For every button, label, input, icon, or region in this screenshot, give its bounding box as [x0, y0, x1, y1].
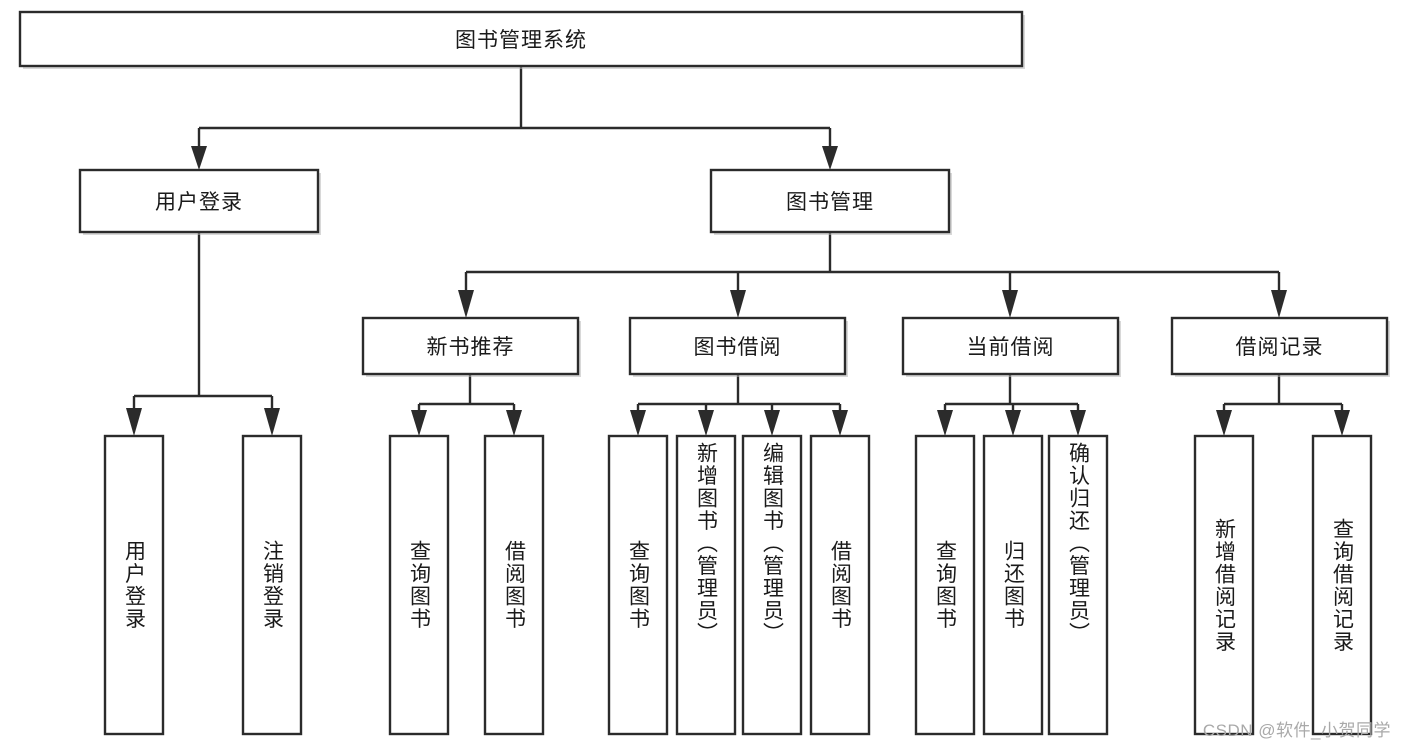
leaf-borrow-record-1[interactable] [1311, 434, 1373, 736]
leaf-book-borrow-0[interactable] [607, 434, 669, 736]
node-borrow-record[interactable] [1170, 316, 1390, 377]
connector-currentborrow-to-leaves [937, 374, 1086, 436]
leaf-borrow-record-0[interactable] [1193, 434, 1255, 736]
node-root[interactable] [18, 10, 1025, 69]
node-user-login[interactable] [78, 168, 321, 235]
connector-root-to-level2 [191, 66, 838, 170]
leaf-new-book-0[interactable] [388, 434, 450, 736]
connector-newbook-to-leaves [411, 374, 522, 436]
leaf-current-borrow-1[interactable] [982, 434, 1044, 736]
connector-borrowrecord-to-leaves [1216, 374, 1350, 436]
connector-bookborrow-to-leaves [630, 374, 848, 436]
leaf-current-borrow-2[interactable] [1047, 434, 1109, 736]
leaf-book-borrow-1[interactable] [675, 434, 737, 736]
leaf-book-borrow-2[interactable] [741, 434, 803, 736]
node-current-borrow[interactable] [901, 316, 1121, 377]
leaf-user-login-1[interactable] [241, 434, 303, 736]
node-new-book-recommend[interactable] [361, 316, 581, 377]
connector-bookmgmt-to-level3 [458, 232, 1287, 318]
leaf-user-login-0[interactable] [103, 434, 165, 736]
node-book-borrow[interactable] [628, 316, 848, 377]
connector-userlogin-to-leaves [126, 232, 280, 436]
node-book-management[interactable] [709, 168, 952, 235]
leaf-current-borrow-0[interactable] [914, 434, 976, 736]
leaf-book-borrow-3[interactable] [809, 434, 871, 736]
leaf-new-book-1[interactable] [483, 434, 545, 736]
